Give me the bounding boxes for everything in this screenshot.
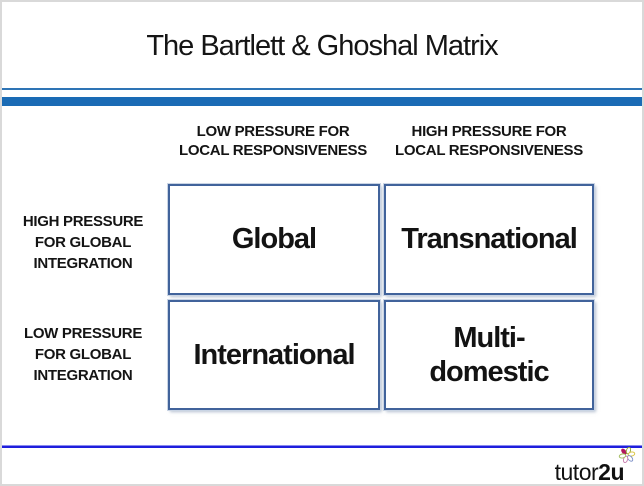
title-rule-thin bbox=[2, 88, 642, 90]
matrix-cell-global: Global bbox=[168, 184, 380, 295]
tutor2u-logo: tutor2u bbox=[554, 459, 625, 485]
cell-label-multi-domestic: Multi- domestic bbox=[429, 321, 549, 388]
logo-text-bold: 2u bbox=[598, 459, 624, 485]
row-header-high-global-integration: HIGH PRESSURE FOR GLOBAL INTEGRATION bbox=[22, 213, 144, 272]
cell-label-global: Global bbox=[231, 223, 317, 256]
logo-text-regular: tutor bbox=[554, 459, 599, 485]
page-title: The Bartlett & Ghoshal Matrix bbox=[146, 30, 498, 62]
column-header-high-local-responsiveness: HIGH PRESSURE FOR LOCAL RESPONSIVENESS bbox=[395, 123, 583, 159]
column-header-low-local-responsiveness: LOW PRESSURE FOR LOCAL RESPONSIVENESS bbox=[179, 123, 367, 159]
cell-label-transnational: Transnational bbox=[401, 223, 578, 256]
row-header-low-global-integration: LOW PRESSURE FOR GLOBAL INTEGRATION bbox=[23, 325, 143, 384]
matrix-cell-international: International bbox=[168, 300, 380, 410]
footer-rule bbox=[2, 445, 642, 448]
pinwheel-flower-icon bbox=[618, 447, 636, 463]
matrix-cell-transnational: Transnational bbox=[384, 184, 594, 295]
matrix-cell-multi-domestic: Multi- domestic bbox=[384, 300, 594, 410]
cell-label-international: International bbox=[193, 338, 355, 371]
title-rule-thick bbox=[2, 97, 642, 106]
